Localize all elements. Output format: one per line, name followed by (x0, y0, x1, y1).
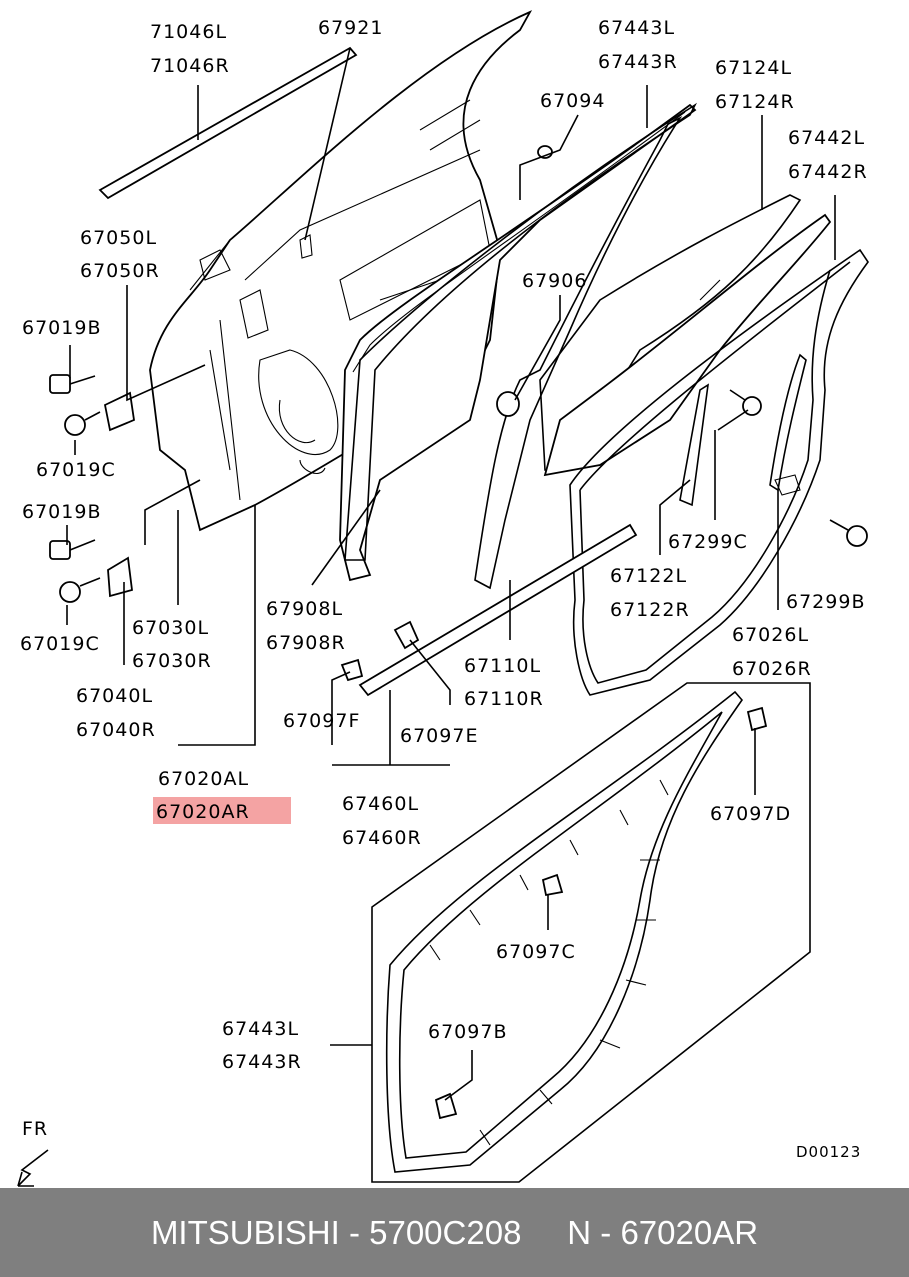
part-label[interactable]: 67110R (464, 688, 544, 710)
part-label[interactable]: 67299B (786, 591, 865, 613)
footer-separator: - (339, 1213, 370, 1251)
part-label[interactable]: 67110L (464, 655, 541, 677)
part-number[interactable]: 5700C208 (369, 1213, 522, 1251)
part-label[interactable]: 67908L (266, 598, 343, 620)
part-label[interactable]: 67040R (76, 719, 156, 741)
part-label[interactable]: 67019C (20, 633, 100, 655)
part-label[interactable]: 67019C (36, 459, 116, 481)
part-label[interactable]: 67460L (342, 793, 419, 815)
part-label-highlighted[interactable]: 67020AR (156, 801, 250, 823)
parts-diagram: 71046L 71046R 67921 67443L 67443R 67094 … (17, 10, 869, 1187)
belt-molding-drawing (98, 46, 358, 200)
door-weatherstrip-drawing (569, 248, 869, 696)
part-label[interactable]: 71046R (150, 55, 230, 77)
front-direction-arrow (17, 1149, 49, 1187)
part-label[interactable]: 67443L (222, 1018, 299, 1040)
part-label[interactable]: 67122L (610, 565, 687, 587)
belt-line-weatherstrip-drawing (358, 523, 638, 697)
part-label[interactable]: 67299C (668, 531, 748, 553)
door-sash-drawing (339, 103, 697, 582)
part-label[interactable]: 67124R (715, 91, 795, 113)
body-weatherstrip-detail-drawing (371, 682, 811, 1183)
part-label[interactable]: 67124L (715, 57, 792, 79)
part-label[interactable]: 67097F (283, 710, 360, 732)
part-label[interactable]: 67097B (428, 1021, 507, 1043)
part-label[interactable]: 67097D (710, 803, 791, 825)
part-label[interactable]: 67030R (132, 650, 212, 672)
door-glass-drawing (543, 213, 832, 477)
part-label[interactable]: 67442R (788, 161, 868, 183)
part-label[interactable]: 67030L (132, 617, 209, 639)
part-label[interactable]: 67040L (76, 685, 153, 707)
part-label[interactable]: 67097E (400, 725, 478, 747)
part-label[interactable]: 67921 (318, 17, 383, 39)
highlighted-part-box (153, 797, 291, 824)
rear-channel-drawing (769, 353, 807, 496)
part-info-footer: MITSUBISHI - 5700C208 N - 67020AR (0, 1188, 909, 1277)
part-label[interactable]: 67443L (598, 17, 675, 39)
part-label[interactable]: 67908R (266, 632, 346, 654)
fasteners-drawing (49, 145, 868, 1120)
part-label[interactable]: 67122R (610, 599, 690, 621)
footer-gap (521, 1214, 567, 1252)
part-label[interactable]: 67050R (80, 260, 160, 282)
front-direction-label: FR (22, 1118, 48, 1140)
part-label[interactable]: 67094 (540, 90, 605, 112)
part-label[interactable]: 67906 (522, 270, 587, 292)
part-label[interactable]: 71046L (150, 21, 227, 43)
part-label[interactable]: 67026R (732, 658, 812, 680)
part-label[interactable]: 67050L (80, 227, 157, 249)
part-label[interactable]: 67019B (22, 317, 101, 339)
part-label[interactable]: 67442L (788, 127, 865, 149)
window-channel-drawing (679, 383, 710, 507)
n-part-number[interactable]: 67020AR (620, 1213, 759, 1251)
n-prefix: N - (567, 1213, 621, 1251)
part-label[interactable]: 67443R (598, 51, 678, 73)
opening-weatherstrip-top-drawing (344, 102, 697, 590)
part-label[interactable]: 67019B (22, 501, 101, 523)
part-labels: 71046L 71046R 67921 67443L 67443R 67094 … (20, 17, 868, 1161)
part-label[interactable]: 67097C (496, 941, 576, 963)
brand-name: MITSUBISHI (150, 1213, 340, 1251)
part-label[interactable]: 67020AL (158, 768, 249, 790)
part-label[interactable]: 67443R (222, 1051, 302, 1073)
leader-lines (66, 47, 836, 1101)
diagram-code: D00123 (796, 1143, 861, 1161)
part-label[interactable]: 67460R (342, 827, 422, 849)
part-label[interactable]: 67026L (732, 624, 809, 646)
